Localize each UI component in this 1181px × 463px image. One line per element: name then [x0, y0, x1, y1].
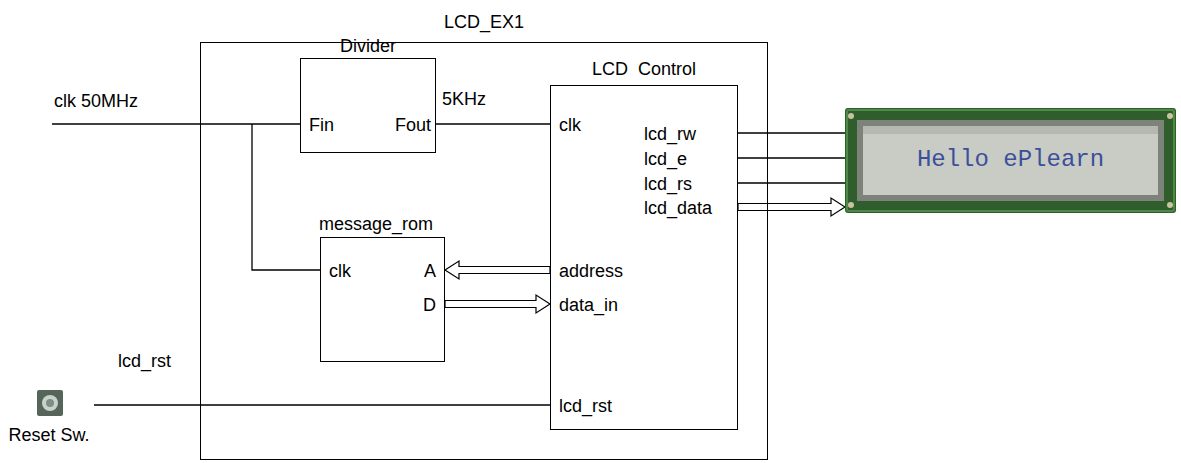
lcd-control-box: LCD Controlclklcd_rwlcd_elcd_rslcd_dataa… — [550, 85, 738, 430]
signal-wire — [738, 132, 845, 133]
signal-wire — [738, 182, 845, 183]
divider-box: DividerFinFout — [300, 58, 436, 153]
rom-box: message_romclkAD — [320, 237, 445, 362]
box-title: message_rom — [319, 213, 433, 235]
pin-label: D — [423, 294, 436, 316]
bus-arrow — [445, 261, 550, 279]
pin-label: data_in — [559, 294, 618, 316]
lcd-message: Hello ePlearn — [845, 145, 1176, 175]
box-title: LCD_EX1 — [201, 11, 767, 33]
pin-label: lcd_data — [644, 197, 712, 219]
pin-label: lcd_rw — [644, 123, 696, 145]
box-title: LCD Control — [551, 58, 737, 80]
bus-arrow — [445, 295, 550, 313]
clock-branch-wire — [252, 124, 320, 270]
bus-arrow — [738, 198, 845, 216]
reset-switch: Reset Sw. — [4, 386, 94, 450]
pin-label: Fin — [309, 114, 334, 136]
pin-label: lcd_rs — [644, 173, 692, 195]
box-title: Divider — [301, 35, 435, 57]
signal-wire — [436, 123, 550, 124]
pin-label: address — [559, 260, 623, 282]
switch-label: Reset Sw. — [4, 424, 94, 446]
signal-label: clk 50MHz — [52, 90, 140, 112]
signal-wire — [738, 157, 845, 158]
pin-label: Fout — [395, 114, 431, 136]
pin-label: clk — [559, 114, 581, 136]
pin-label: clk — [329, 260, 351, 282]
wire-label: lcd_rst — [116, 350, 173, 372]
signal-wire — [94, 404, 550, 405]
pin-label: A — [424, 260, 436, 282]
lcd-module: Hello ePlearn — [845, 108, 1176, 213]
pin-label: lcd_e — [644, 148, 687, 170]
pin-label: lcd_rst — [559, 395, 612, 417]
clock-wire — [52, 123, 300, 124]
wire-label: 5KHz — [440, 88, 488, 110]
